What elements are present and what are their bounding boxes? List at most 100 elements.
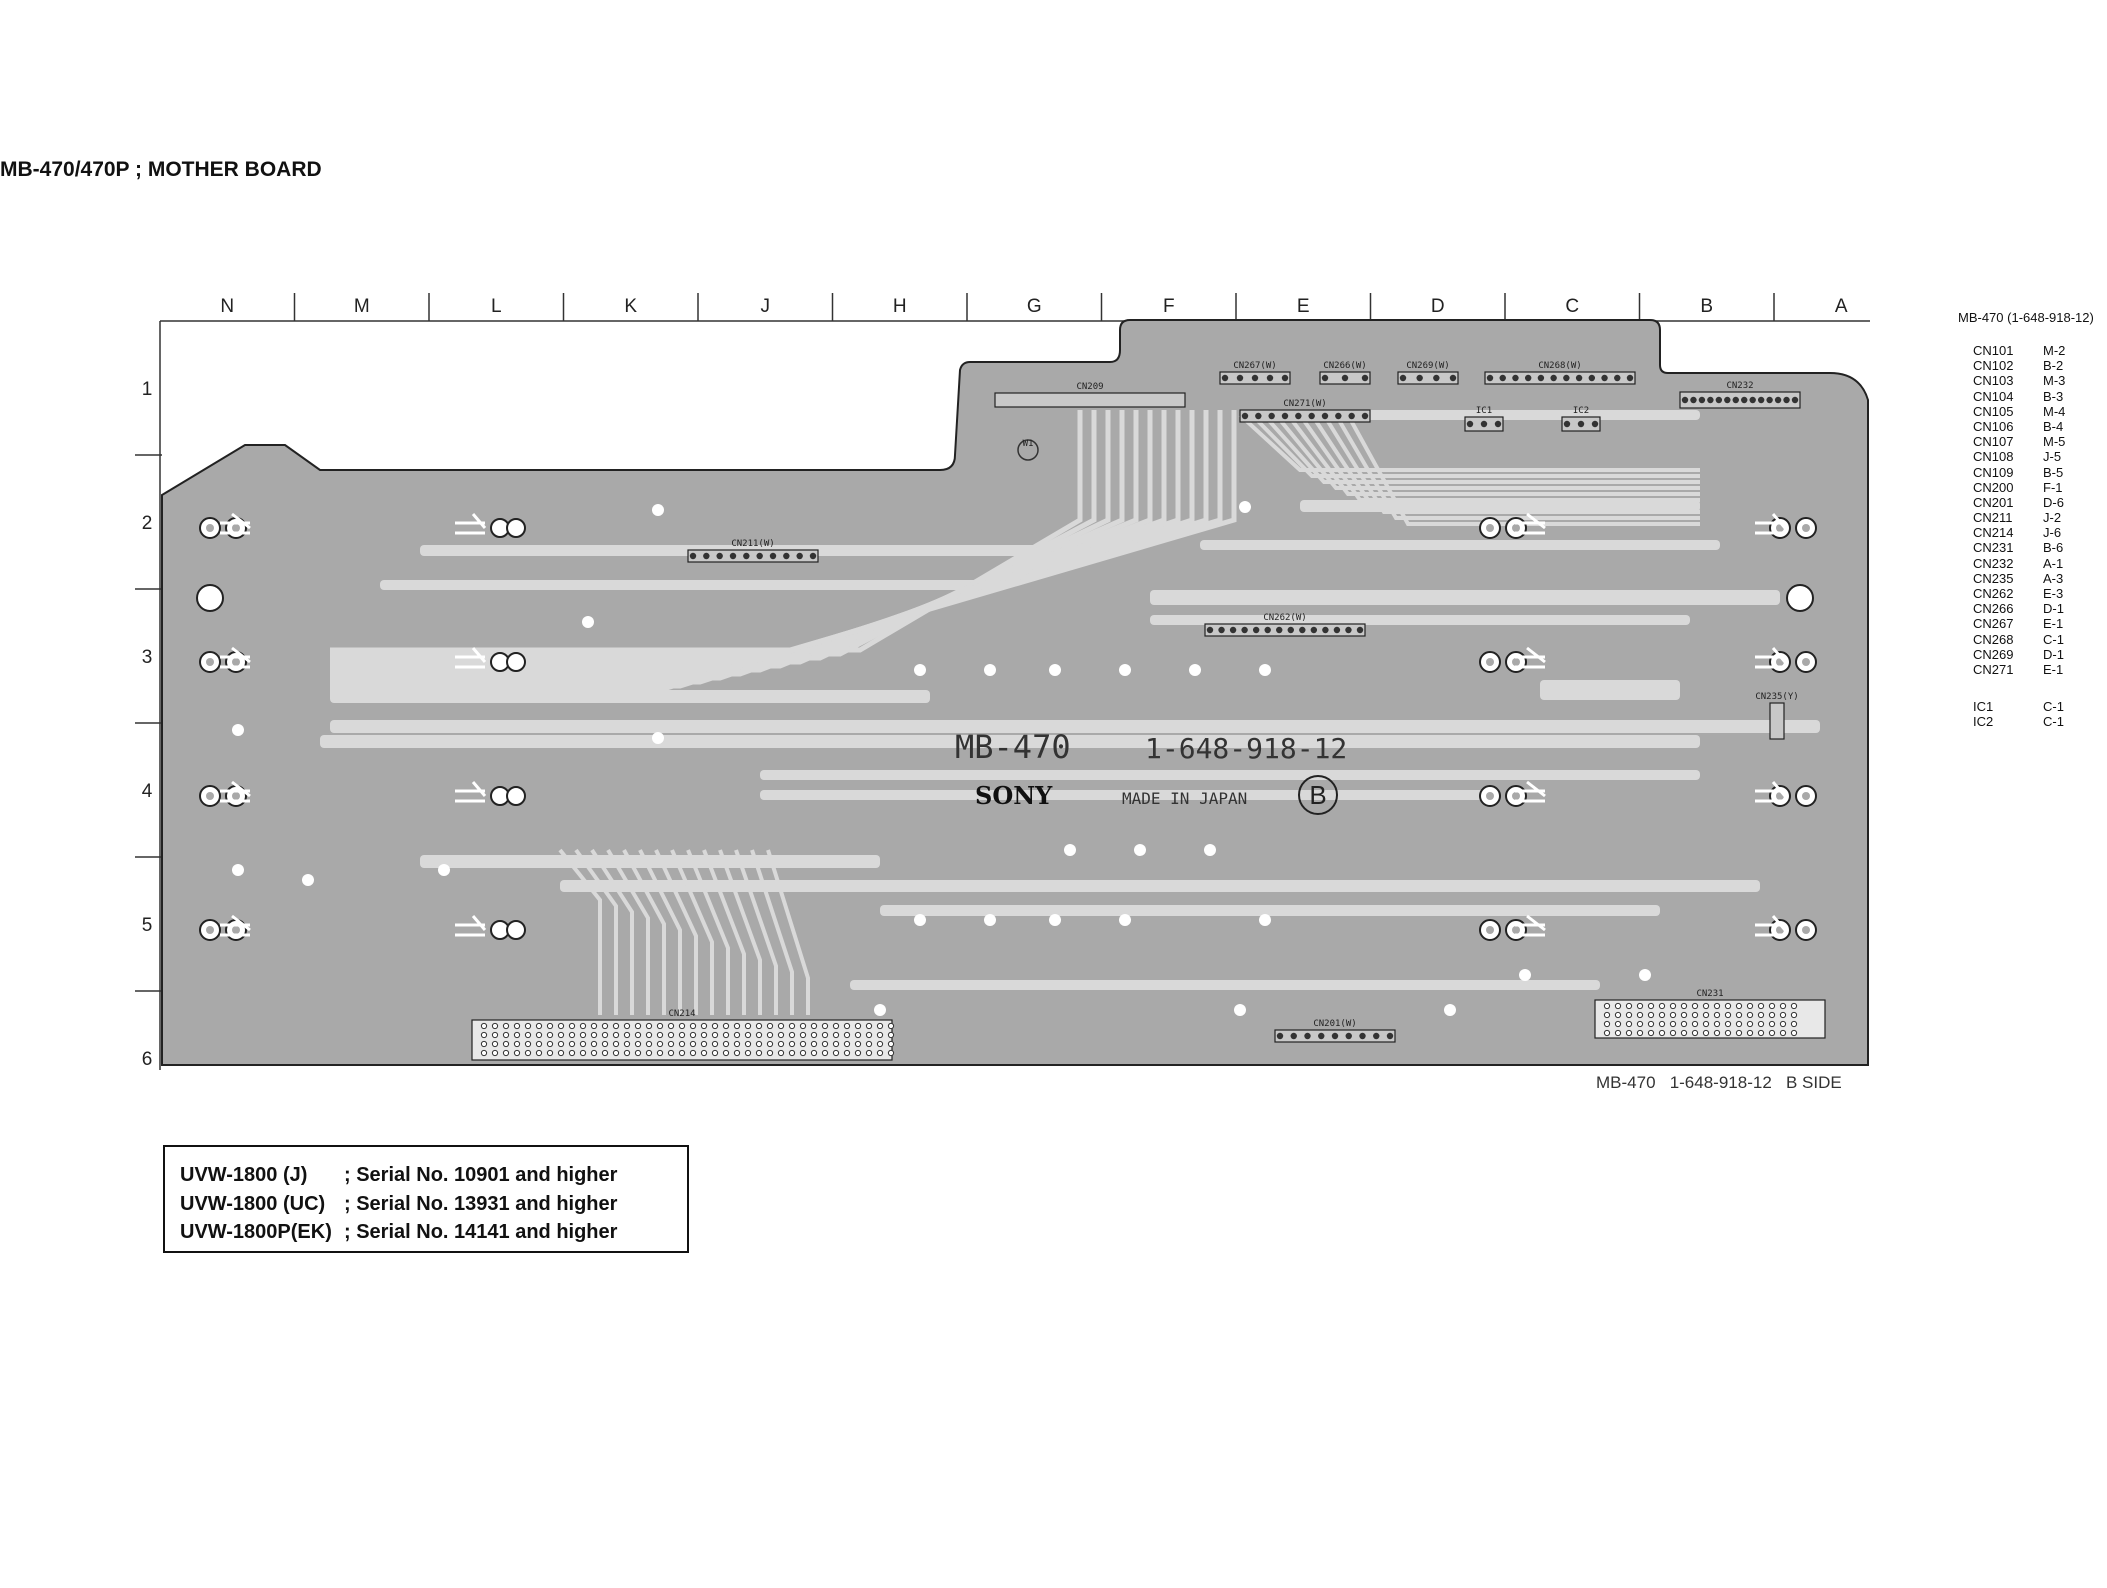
connector-pin bbox=[480, 1049, 488, 1057]
connector-pin bbox=[1647, 1002, 1655, 1010]
legend-ref: CN214 bbox=[1973, 525, 2014, 541]
connector-pin bbox=[557, 1040, 565, 1048]
legend-location: F-1 bbox=[2043, 479, 2063, 495]
legend-ref: CN262 bbox=[1973, 586, 2014, 601]
connector-pin bbox=[634, 1022, 642, 1030]
connector-pin bbox=[1603, 1029, 1611, 1037]
connector-pin bbox=[1480, 420, 1488, 428]
connector-pin bbox=[590, 1049, 598, 1057]
trace-band bbox=[760, 770, 1700, 780]
connector-pin bbox=[678, 1040, 686, 1048]
connector-pin bbox=[766, 1031, 774, 1039]
legend-location: J-6 bbox=[2043, 525, 2062, 541]
connector-pin bbox=[1310, 626, 1318, 634]
column-label: G bbox=[1027, 296, 1042, 317]
connector-pin bbox=[1361, 374, 1369, 382]
connector-cn235y: CN235(Y) bbox=[1755, 692, 1799, 740]
mount-hole-center bbox=[232, 792, 240, 800]
legend-ref: CN103 bbox=[1973, 373, 2014, 389]
via bbox=[1119, 914, 1131, 926]
legend-ref: CN107 bbox=[1973, 434, 2014, 450]
connector-pin bbox=[1299, 626, 1306, 634]
connector-pin bbox=[1732, 396, 1739, 404]
mount-hole-center bbox=[1486, 792, 1494, 800]
legend-location: B-4 bbox=[2043, 418, 2064, 434]
legend-location: M-2 bbox=[2043, 343, 2066, 358]
mount-hole-center bbox=[1512, 792, 1520, 800]
legend-location: D-6 bbox=[2043, 494, 2064, 510]
connector-label: CN231 bbox=[1696, 989, 1723, 999]
connector-pin bbox=[1341, 374, 1349, 382]
connector-pin bbox=[1779, 1011, 1787, 1019]
double-arrow-icon bbox=[1755, 647, 1787, 669]
connector-label: IC1 bbox=[1476, 406, 1492, 416]
connector-cn271w: CN271(W) bbox=[1239, 399, 1371, 423]
connector-pin bbox=[777, 1022, 785, 1030]
row-label: 6 bbox=[142, 1049, 153, 1070]
connector-pin bbox=[1318, 1032, 1325, 1040]
connector-pin bbox=[755, 1022, 763, 1030]
connector-label: CN232 bbox=[1726, 381, 1753, 391]
legend-ref: CN211 bbox=[1973, 510, 2013, 526]
connector-pin bbox=[1264, 626, 1271, 634]
connector-pin bbox=[854, 1049, 862, 1057]
connector-pin bbox=[796, 552, 803, 560]
connector-pin bbox=[623, 1022, 631, 1030]
mount-hole bbox=[506, 652, 526, 672]
mount-hole bbox=[506, 786, 526, 806]
via bbox=[438, 864, 450, 876]
double-arrow-icon bbox=[1515, 780, 1546, 803]
connector-pin bbox=[821, 1049, 829, 1057]
connector-pin bbox=[1713, 1020, 1721, 1028]
connector-label: CN201(W) bbox=[1313, 1019, 1356, 1029]
connector-pin bbox=[1735, 1029, 1743, 1037]
connector-pin bbox=[1774, 396, 1782, 404]
connector-pin bbox=[1669, 1002, 1677, 1010]
jumper-pad bbox=[1017, 439, 1039, 461]
connector-pin bbox=[634, 1049, 642, 1057]
mount-hole-center bbox=[1512, 926, 1520, 934]
connector-pin bbox=[1281, 412, 1289, 420]
connector-pin bbox=[1757, 396, 1765, 404]
serial-row: UVW-1800P(EK); Serial No. 14141 and high… bbox=[180, 1218, 687, 1247]
mount-hole-center bbox=[1802, 658, 1810, 666]
connector-pin bbox=[788, 1031, 796, 1039]
connector-pin bbox=[480, 1031, 488, 1039]
connector-pin bbox=[788, 1040, 796, 1048]
connector-pin bbox=[1537, 374, 1545, 382]
column-label: L bbox=[491, 296, 502, 317]
connector-pin bbox=[502, 1022, 510, 1030]
connector-pin bbox=[711, 1031, 719, 1039]
connector-pin bbox=[1577, 420, 1585, 428]
connector-pin bbox=[1680, 1002, 1688, 1010]
connector-pin bbox=[491, 1040, 499, 1048]
trace-line bbox=[1286, 413, 1700, 496]
trace-band bbox=[330, 720, 1820, 733]
connector-cn262w: CN262(W) bbox=[1204, 613, 1366, 637]
connector-pin bbox=[1757, 1011, 1765, 1019]
connector-pin bbox=[1321, 412, 1329, 420]
trace-band bbox=[420, 855, 880, 868]
connector-pin bbox=[711, 1040, 719, 1048]
mount-hole-center bbox=[206, 926, 214, 934]
legend-row: CN214 J-6 bbox=[1958, 525, 2107, 540]
connector-pin bbox=[579, 1022, 587, 1030]
connector-pin bbox=[1757, 1020, 1765, 1028]
connector-body bbox=[1397, 371, 1459, 385]
connector-pin bbox=[1766, 396, 1773, 404]
column-label: A bbox=[1835, 296, 1848, 317]
connector-pin bbox=[535, 1040, 543, 1048]
trace-band bbox=[320, 735, 1700, 748]
connector-pin bbox=[766, 1049, 774, 1057]
connector-pin bbox=[843, 1049, 851, 1057]
connector-label: CN209 bbox=[1076, 382, 1103, 392]
connector-pin bbox=[1251, 374, 1259, 382]
via bbox=[1234, 1004, 1246, 1016]
connector-pin bbox=[1276, 1032, 1284, 1040]
trace-band bbox=[880, 905, 1660, 916]
board-silkscreen-name: MB-470 bbox=[955, 728, 1071, 766]
